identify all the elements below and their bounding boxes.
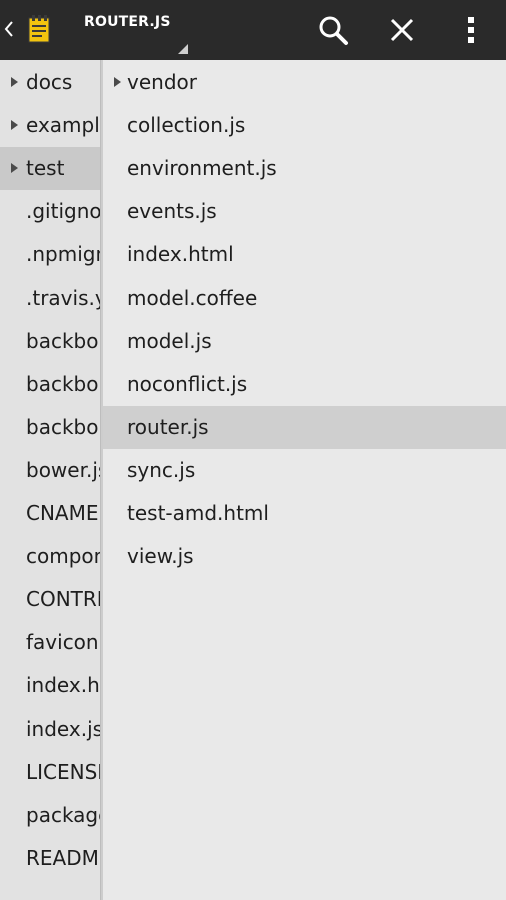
item-label: index.html [26,673,100,698]
search-button[interactable] [313,10,353,50]
file-item[interactable]: LICENSE [0,751,100,794]
item-label: test [26,156,65,181]
item-label: index.js [26,716,100,741]
folder-item[interactable]: examples [0,104,100,147]
folder-item[interactable]: docs [0,61,100,104]
item-label: component.json [26,544,100,569]
item-label: backbone.js [26,414,100,439]
file-item[interactable]: CONTRIBUTING.md [0,578,100,621]
item-label: examples [26,113,100,138]
file-item[interactable]: package.json [0,794,100,837]
file-item[interactable]: backbone-min.map [0,363,100,406]
item-label: events.js [127,199,217,224]
item-label: view.js [127,544,194,569]
item-label: router.js [127,414,209,439]
file-item[interactable]: test-amd.html [103,492,506,535]
file-item[interactable]: sync.js [103,449,506,492]
file-item[interactable]: backbone.js [0,406,100,449]
item-label: backbone-min.js [26,328,100,353]
item-label: collection.js [127,113,246,138]
item-label: vendor [127,70,197,94]
file-item[interactable]: view.js [103,535,506,578]
chevron-left-icon[interactable] [2,16,16,42]
dropdown-caret-icon[interactable] [176,42,188,54]
parent-folder-pane[interactable]: docs examples test .gitignore .npmignore .tra… [0,60,100,900]
close-icon [390,18,414,42]
file-item[interactable]: events.js [103,190,506,233]
item-label: environment.js [127,156,277,181]
file-item[interactable]: index.js [0,708,100,751]
expand-arrow-icon [114,77,121,87]
pane-divider[interactable] [100,60,103,900]
item-label: backbone-min.map [26,371,100,396]
expand-arrow-icon [11,120,18,131]
item-label: .travis.yml [26,285,100,310]
item-label: test-amd.html [127,501,269,525]
file-item[interactable]: .gitignore [0,190,100,233]
item-label: bower.json [26,457,100,482]
file-item[interactable]: backbone-min.js [0,320,100,363]
file-item[interactable]: README.md [0,837,100,880]
item-label: index.html [127,242,234,267]
item-label: docs [26,70,73,94]
file-item[interactable]: model.coffee [103,277,506,320]
item-label: noconflict.js [127,371,248,396]
expand-arrow-icon [11,163,18,174]
folder-item[interactable]: vendor [103,61,506,104]
file-item[interactable]: .npmignore [0,233,100,276]
file-item[interactable]: index.html [103,233,506,276]
search-icon [319,16,348,45]
file-item[interactable]: noconflict.js [103,363,506,406]
notepad-icon[interactable] [22,12,56,46]
item-label: .gitignore [26,199,100,224]
file-item[interactable]: favicon.ico [0,621,100,664]
close-button[interactable] [382,10,422,50]
file-item[interactable]: .travis.yml [0,277,100,320]
file-item[interactable]: bower.json [0,449,100,492]
overflow-menu-button[interactable] [451,10,491,50]
item-label: favicon.ico [26,630,100,655]
file-item[interactable]: index.html [0,664,100,707]
file-item[interactable]: collection.js [103,104,506,147]
file-title[interactable]: ROUTER.JS [84,14,171,30]
item-label: model.coffee [127,285,258,310]
item-label: model.js [127,328,212,353]
item-label: .npmignore [26,242,100,267]
folder-item[interactable]: test [0,147,100,191]
item-label: CNAME [26,501,99,525]
item-label: package.json [26,802,100,827]
current-folder-pane[interactable]: vendor collection.js environment.js events.… [103,60,506,900]
item-label: README.md [26,845,100,870]
item-label: LICENSE [26,759,100,784]
file-item[interactable]: component.json [0,535,100,578]
item-label: sync.js [127,457,196,482]
expand-arrow-icon [11,77,18,87]
more-vert-icon [468,17,474,43]
action-bar: ROUTER.JS [0,0,506,60]
file-item[interactable]: CNAME [0,492,100,535]
file-item[interactable]: environment.js [103,147,506,190]
file-item[interactable]: router.js [103,405,506,449]
item-label: CONTRIBUTING.md [26,587,100,612]
file-item[interactable]: model.js [103,320,506,363]
